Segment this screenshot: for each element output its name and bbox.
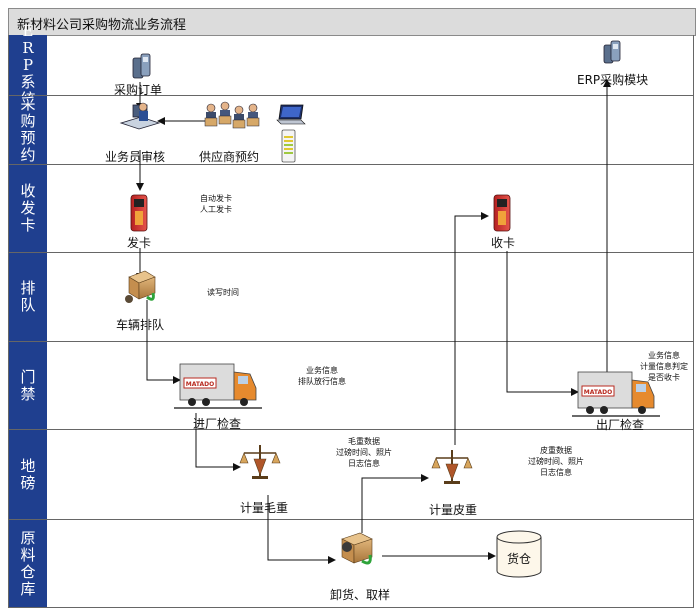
node-gross-weigh: 计量毛重 bbox=[240, 501, 289, 515]
note-entry-info: 业务信息 排队放行信息 bbox=[298, 366, 346, 386]
lane-label-booking: 采购预约 bbox=[9, 96, 47, 164]
arrow-collect-to-exit bbox=[506, 251, 579, 396]
note-queue-rw: 读写时间 bbox=[207, 288, 239, 297]
node-unload-sample: 卸货、取样 bbox=[330, 588, 391, 602]
diagram-title: 新材料公司采购物流业务流程 bbox=[17, 18, 187, 33]
supplier-group-icon bbox=[204, 101, 260, 129]
lane-queue: 排队 bbox=[8, 253, 694, 342]
node-vehicle-queue: 车辆排队 bbox=[116, 318, 165, 332]
lane-label-scale: 地磅 bbox=[9, 430, 47, 519]
arrow-entry-to-gross bbox=[195, 413, 241, 471]
lane-label-warehouse: 原料仓库 bbox=[9, 520, 47, 607]
lane-label-gate: 门禁 bbox=[9, 342, 47, 429]
scale-icon-tare bbox=[431, 450, 473, 484]
node-erp-module: ERP采购模块 bbox=[577, 73, 649, 87]
note-card-mode: 自动发卡 人工发卡 bbox=[200, 194, 232, 214]
lane-booking: 采购预约 bbox=[8, 96, 694, 165]
lane-card: 收发卡 bbox=[8, 165, 694, 253]
exit-truck-plate: MATADO bbox=[584, 389, 613, 396]
node-clerk-review: 业务员审核 bbox=[105, 150, 166, 164]
lane-scale: 地磅 bbox=[8, 430, 694, 520]
arrow-unload-to-tare bbox=[361, 474, 429, 533]
clerk-desk-icon bbox=[119, 102, 161, 130]
node-issue-card: 发卡 bbox=[127, 236, 152, 250]
arrow-gross-to-unload bbox=[267, 495, 336, 564]
node-collect-card: 收卡 bbox=[491, 236, 516, 250]
vehicle-queue-icon bbox=[125, 270, 156, 303]
entry-truck-icon: MATADO bbox=[174, 363, 262, 409]
unload-sample-icon bbox=[341, 532, 373, 565]
node-entry-check: 进厂检查 bbox=[193, 417, 242, 431]
note-tare-data: 皮重数据 过磅时间、照片 日志信息 bbox=[528, 446, 584, 477]
scale-icon-gross bbox=[239, 445, 281, 479]
node-purchase-order: 采购订单 bbox=[114, 83, 163, 97]
arrow-queue-to-entry bbox=[146, 300, 181, 384]
title-bar: 新材料公司采购物流业务流程 bbox=[8, 8, 696, 36]
node-supplier-booking: 供应商预约 bbox=[199, 150, 260, 164]
lane-label-queue: 排队 bbox=[9, 253, 47, 341]
lane-label-card: 收发卡 bbox=[9, 165, 47, 252]
lane-gate: 门禁 bbox=[8, 342, 694, 430]
purchase-order-icon bbox=[132, 53, 151, 79]
laptop-icon bbox=[276, 104, 306, 125]
connector-lines bbox=[136, 79, 611, 564]
lane-warehouse: 原料仓库 bbox=[8, 520, 694, 608]
tablet-icon bbox=[281, 129, 296, 163]
card-reader-icon-collect bbox=[493, 194, 511, 232]
exit-truck-icon: MATADO bbox=[572, 371, 660, 417]
note-gross-data: 毛重数据 过磅时间、照片 日志信息 bbox=[336, 437, 392, 468]
arrow-tare-to-collect bbox=[454, 212, 489, 445]
node-exit-check: 出厂检查 bbox=[596, 418, 645, 432]
node-warehouse: 货仓 bbox=[507, 552, 532, 566]
note-exit-info: 业务信息 计量信息判定 是否收卡 bbox=[640, 351, 688, 382]
entry-truck-plate: MATADO bbox=[186, 381, 215, 388]
card-reader-icon-issue bbox=[130, 194, 148, 232]
warehouse-cylinder-icon bbox=[496, 530, 542, 578]
erp-module-icon bbox=[603, 40, 621, 64]
node-tare-weigh: 计量皮重 bbox=[429, 503, 478, 517]
